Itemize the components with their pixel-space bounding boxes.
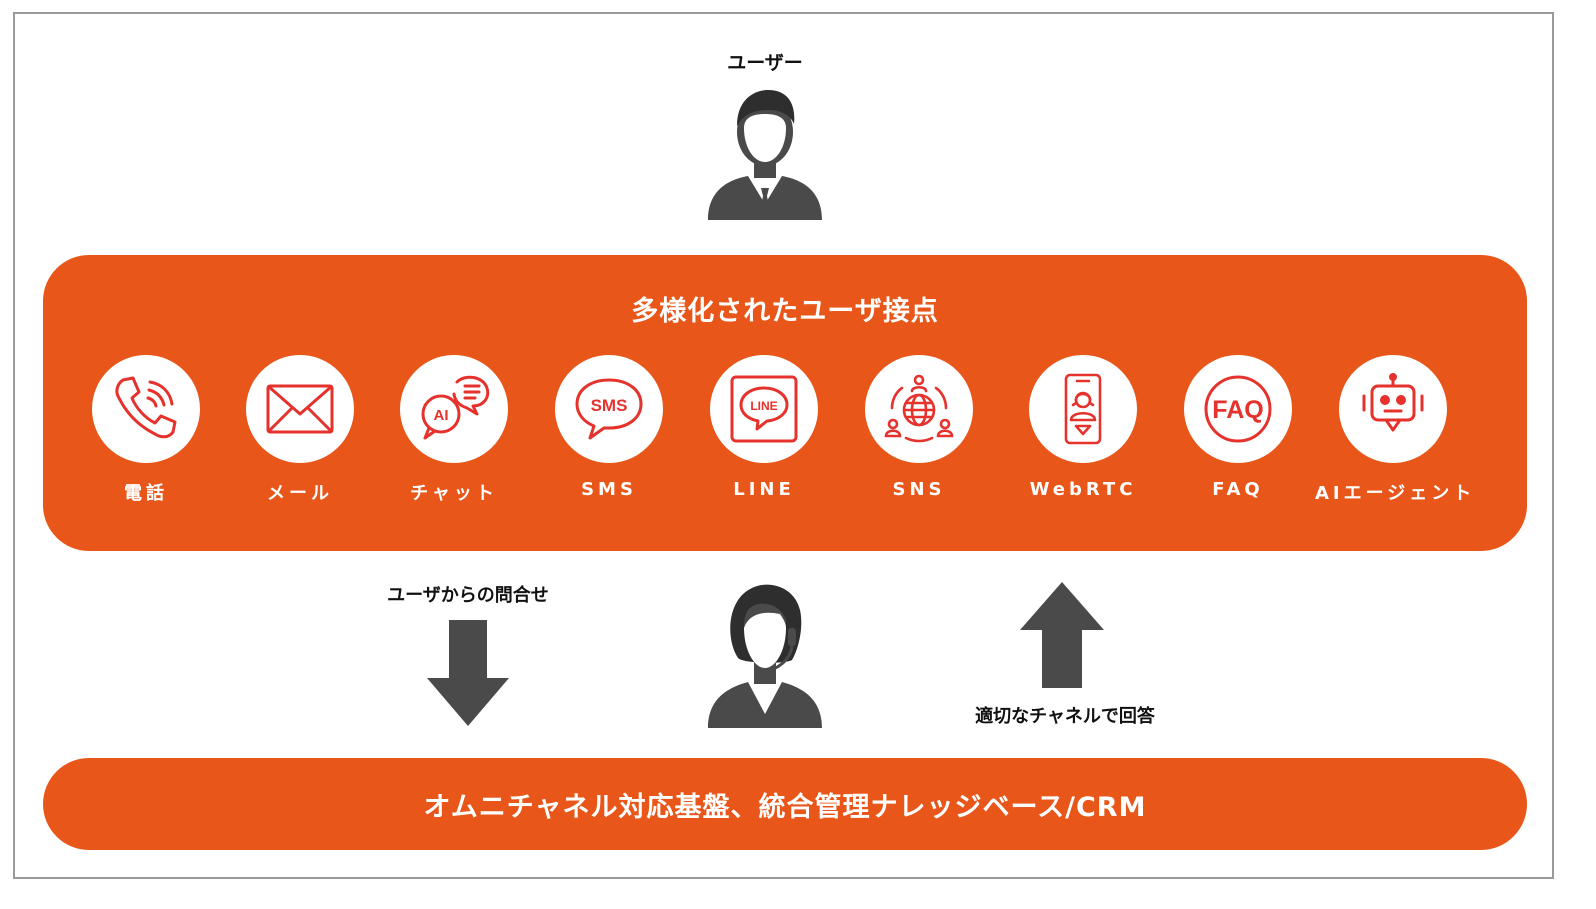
user-label: ユーザー (727, 52, 803, 74)
channel-mail: メール (222, 355, 378, 505)
channel-circle (246, 355, 354, 463)
platform-band: オムニチャネル対応基盤、統合管理ナレッジベース/CRM (43, 758, 1527, 850)
phone-icon (115, 376, 177, 439)
channel-label: メール (267, 483, 333, 504)
channel-faq: FAQ FAQ (1160, 355, 1316, 500)
inquiry-label: ユーザからの問合せ (387, 585, 549, 606)
channel-label: FAQ (1212, 479, 1264, 500)
channel-label: SMS (581, 479, 637, 500)
channel-ai-agent: AIエージェント (1315, 355, 1471, 505)
webrtc-icon (1064, 373, 1102, 445)
channel-label: チャット (410, 483, 498, 504)
channel-phone: 電話 (68, 355, 224, 505)
platform-label: オムニチャネル対応基盤、統合管理ナレッジベース/CRM (423, 791, 1147, 823)
ai-agent-icon (1362, 373, 1424, 432)
channel-sms: SMS SMS (531, 355, 687, 500)
channel-circle (865, 355, 973, 463)
sms-icon: SMS (575, 378, 643, 440)
channel-circle (1029, 355, 1137, 463)
channel-chat: AI チャット (376, 355, 532, 505)
channel-label: 電話 (124, 483, 168, 504)
channel-label: WebRTC (1029, 479, 1137, 500)
channels-band: 多様化されたユーザ接点 電話 メール (43, 255, 1527, 551)
channel-circle (1339, 355, 1447, 463)
sns-icon (884, 374, 954, 443)
channel-label: LINE (733, 479, 795, 500)
line-icon: LINE (730, 375, 798, 443)
channel-label: SNS (892, 479, 946, 500)
answer-label: 適切なチャネルで回答 (975, 706, 1155, 727)
channel-circle: SMS (555, 355, 663, 463)
up-arrow-icon (1020, 582, 1104, 688)
svg-text:AI: AI (434, 407, 449, 424)
mail-icon (266, 384, 334, 434)
channel-label: AIエージェント (1315, 483, 1476, 504)
channel-webrtc: WebRTC (1005, 355, 1161, 500)
channel-line: LINE LINE (686, 355, 842, 500)
svg-text:FAQ: FAQ (1212, 396, 1263, 424)
down-arrow-icon (427, 620, 509, 726)
channel-circle: LINE (710, 355, 818, 463)
faq-icon: FAQ (1204, 375, 1272, 443)
channel-sns: SNS (841, 355, 997, 500)
channel-circle: AI (400, 355, 508, 463)
svg-text:SMS: SMS (591, 396, 628, 415)
channel-circle: FAQ (1184, 355, 1292, 463)
svg-text:LINE: LINE (750, 399, 777, 413)
diagram-frame (13, 12, 1554, 879)
user-businessman-icon (708, 90, 822, 220)
operator-headset-icon (708, 584, 822, 728)
channel-circle (92, 355, 200, 463)
ai-chat-icon: AI (421, 375, 490, 440)
channels-title: 多様化されたユーザ接点 (631, 296, 939, 327)
